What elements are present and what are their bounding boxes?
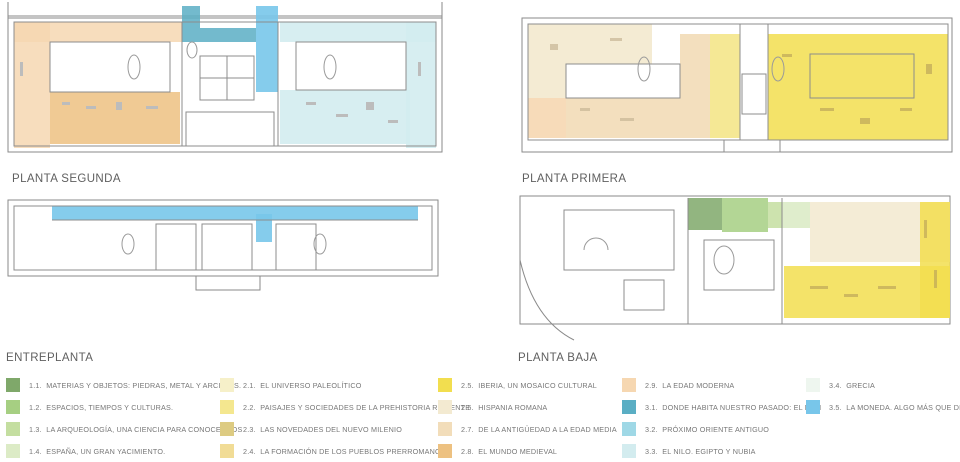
legend-label: Materias y objetos: piedras, metal y arc… [46,380,242,390]
legend-swatch [220,444,234,458]
legend-swatch [6,400,20,414]
legend-swatch [438,400,452,414]
legend-label: Espacios, tiempos y culturas. [46,402,174,412]
legend-code: 1.3. [29,424,42,434]
floor-label-segunda: PLANTA SEGUNDA [12,173,121,185]
plan-entreplanta-drawing [7,199,439,291]
legend-swatch [220,378,234,392]
legend-swatch [438,378,452,392]
legend-swatch [622,422,636,436]
legend-item-3-2: 3.2. Próximo oriente antiguo [622,420,769,438]
legend-item-2-5: 2.5. Iberia, un mosaico cultural [438,376,597,394]
legend-label: La formación de los pueblos prerromanos [260,446,446,456]
legend-item-2-1: 2.1. El universo paleolítico [220,376,362,394]
legend-item-3-1: 3.1. Donde habita nuestro pasado: el man [622,398,821,416]
legend-item-2-4: 2.4. La formación de los pueblos prerrom… [220,442,446,460]
legend: 1.1. Materias y objetos: piedras, metal … [0,372,960,462]
legend-label: El universo paleolítico [260,380,362,390]
legend-swatch [6,444,20,458]
legend-item-2-9: 2.9. La edad moderna [622,376,734,394]
legend-swatch [220,422,234,436]
legend-swatch [622,444,636,458]
legend-label: De la antigüedad a la edad media [478,424,617,434]
legend-label: Las novedades del nuevo milenio [260,424,402,434]
legend-code: 2.1. [243,380,256,390]
plan-segunda-drawing [7,2,443,153]
legend-code: 3.5. [829,402,842,412]
floor-label-primera: PLANTA PRIMERA [522,173,627,185]
legend-code: 2.9. [645,380,658,390]
legend-code: 2.3. [243,424,256,434]
legend-item-3-4: 3.4. Grecia [806,376,875,394]
legend-item-2-6: 2.6. Hispania romana [438,398,547,416]
legend-swatch [438,422,452,436]
legend-code: 3.2. [645,424,658,434]
legend-swatch [438,444,452,458]
legend-code: 1.1. [29,380,42,390]
legend-swatch [622,400,636,414]
plan-baja-drawing [519,195,951,341]
legend-label: Iberia, un mosaico cultural [478,380,597,390]
legend-code: 2.2. [243,402,256,412]
legend-code: 3.1. [645,402,658,412]
legend-label: Grecia [846,380,876,390]
legend-code: 2.4. [243,446,256,456]
legend-item-1-4: 1.4. España, un gran yacimiento. [6,442,165,460]
legend-label: Hispania romana [478,402,548,412]
legend-label: La edad moderna [662,380,735,390]
legend-item-3-5: 3.5. La moneda. algo más que dinero [806,398,960,416]
legend-swatch [6,422,20,436]
legend-label: La arqueología, una ciencia para conocer… [46,424,243,434]
floor-label-baja: PLANTA BAJA [518,352,598,364]
legend-swatch [806,378,820,392]
legend-item-1-3: 1.3. La arqueología, una ciencia para co… [6,420,242,438]
legend-code: 2.6. [461,402,474,412]
legend-label: El mundo medieval [478,446,558,456]
legend-code: 2.5. [461,380,474,390]
floor-label-entreplanta: ENTREPLANTA [6,352,94,364]
legend-code: 3.4. [829,380,842,390]
legend-item-2-3: 2.3. Las novedades del nuevo milenio [220,420,402,438]
legend-label: El nilo. egipto y nubia [662,446,756,456]
legend-label: España, un gran yacimiento. [46,446,166,456]
legend-swatch [806,400,820,414]
legend-code: 2.8. [461,446,474,456]
legend-label: Próximo oriente antiguo [662,424,770,434]
legend-label: Paisajes y sociedades de la prehistoria … [260,402,471,412]
floor-plan-baja [514,190,956,350]
floor-plan-primera [520,14,956,164]
floor-plan-entreplanta [6,194,446,294]
legend-item-3-3: 3.3. El nilo. egipto y nubia [622,442,756,460]
legend-code: 3.3. [645,446,658,456]
plan-primera-drawing [521,17,953,153]
legend-code: 2.7. [461,424,474,434]
legend-code: 1.4. [29,446,42,456]
legend-item-1-1: 1.1. Materias y objetos: piedras, metal … [6,376,241,394]
legend-swatch [6,378,20,392]
legend-item-2-7: 2.7. De la antigüedad a la edad media [438,420,617,438]
legend-item-1-2: 1.2. Espacios, tiempos y culturas. [6,398,173,416]
legend-item-2-2: 2.2. Paisajes y sociedades de la prehist… [220,398,470,416]
legend-swatch [220,400,234,414]
legend-item-2-8: 2.8. El mundo medieval [438,442,557,460]
legend-label: Donde habita nuestro pasado: el man [662,402,822,412]
legend-label: La moneda. algo más que dinero [846,402,960,412]
legend-swatch [622,378,636,392]
floor-plan-segunda [6,2,446,154]
legend-code: 1.2. [29,402,42,412]
